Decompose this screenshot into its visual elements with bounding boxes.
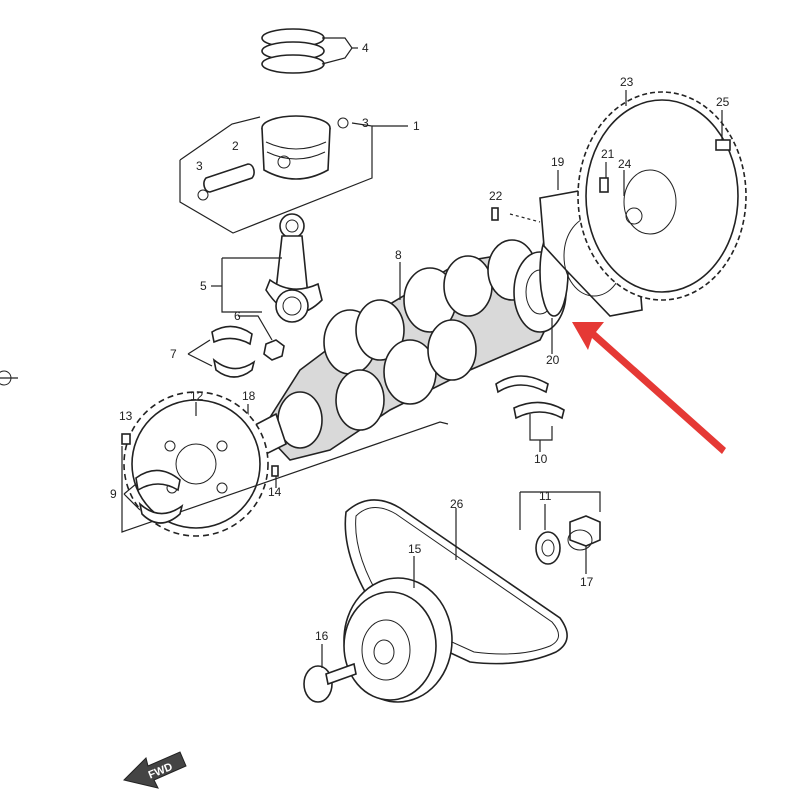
label-1: 1 bbox=[413, 119, 420, 133]
fwd-label: FWD bbox=[147, 761, 175, 782]
piston-rings bbox=[261, 28, 358, 74]
label-2: 2 bbox=[232, 139, 239, 153]
red-arrow-icon bbox=[572, 322, 726, 454]
label-14: 14 bbox=[268, 485, 282, 499]
pulley-bolt bbox=[303, 644, 357, 703]
label-9: 9 bbox=[110, 487, 117, 501]
label-18: 18 bbox=[242, 389, 256, 403]
label-26: 26 bbox=[450, 497, 464, 511]
rod-bearings bbox=[187, 325, 256, 378]
label-25: 25 bbox=[716, 95, 730, 109]
label-24: 24 bbox=[618, 157, 632, 171]
label-3-right: 3 bbox=[362, 116, 369, 130]
label-19: 19 bbox=[551, 155, 565, 169]
crankshaft bbox=[233, 239, 567, 464]
label-15: 15 bbox=[408, 542, 422, 556]
crank-bolt-17 bbox=[567, 515, 601, 574]
crankshaft-pulley bbox=[343, 556, 453, 703]
fwd-arrow-icon: FWD bbox=[123, 751, 187, 789]
label-8: 8 bbox=[395, 248, 402, 262]
label-3-left: 3 bbox=[196, 159, 203, 173]
label-13: 13 bbox=[119, 409, 133, 423]
dowel-pin-14 bbox=[271, 465, 279, 488]
label-12: 12 bbox=[190, 389, 204, 403]
label-6: 6 bbox=[234, 309, 241, 323]
flywheel-bolts bbox=[599, 110, 731, 196]
piston-assembly bbox=[179, 115, 408, 234]
connecting-rod bbox=[211, 213, 323, 361]
label-23: 23 bbox=[620, 75, 634, 89]
label-10: 10 bbox=[534, 452, 548, 466]
timing-sprocket bbox=[121, 391, 449, 537]
part-labels: 4 1 3 2 3 5 6 7 8 9 10 11 12 13 14 15 16… bbox=[110, 41, 730, 643]
label-4: 4 bbox=[362, 41, 369, 55]
label-5: 5 bbox=[200, 279, 207, 293]
main-bearing-front bbox=[123, 469, 184, 524]
label-22: 22 bbox=[489, 189, 503, 203]
label-7: 7 bbox=[170, 347, 177, 361]
thrust-bearings bbox=[495, 375, 565, 452]
label-16: 16 bbox=[315, 629, 329, 643]
highlight-arrow bbox=[572, 322, 726, 454]
flywheel bbox=[577, 90, 747, 301]
label-11: 11 bbox=[539, 489, 552, 503]
bolt-13 bbox=[121, 433, 131, 445]
crosshair-icon bbox=[0, 370, 18, 386]
front-oil-seal bbox=[519, 491, 601, 565]
label-21: 21 bbox=[601, 147, 615, 161]
label-20: 20 bbox=[546, 353, 560, 367]
label-17: 17 bbox=[580, 575, 594, 589]
